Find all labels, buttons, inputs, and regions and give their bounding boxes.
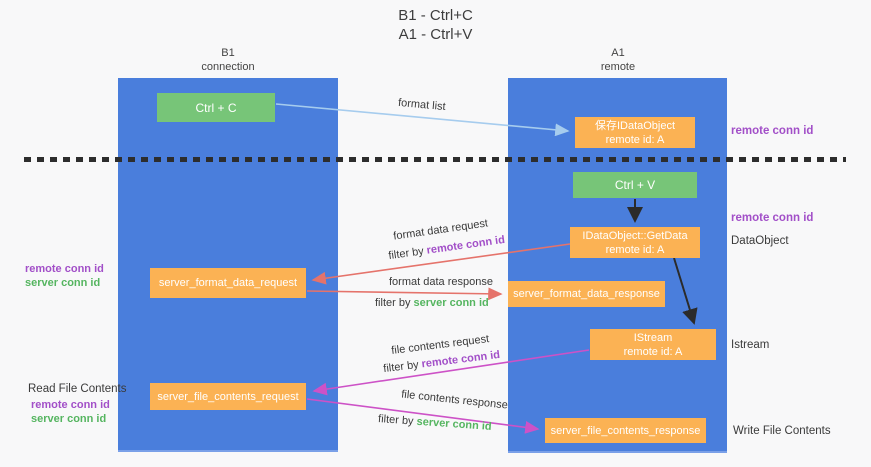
node-server-file-contents-response-label: server_file_contents_response: [550, 424, 701, 437]
filter-prefix: filter by: [377, 413, 414, 428]
diagram-title: B1 - Ctrl+C A1 - Ctrl+V: [0, 6, 871, 44]
annotation-conn-ids-file: remote conn id server conn id: [31, 398, 110, 426]
node-save-idataobject-line1: 保存IDataObject: [594, 119, 676, 132]
lane-header-b1: B1 connection: [158, 46, 298, 74]
node-idataobject-getdata: IDataObject::GetData remote id: A: [570, 227, 700, 258]
filter-key-server-conn-id: server conn id: [413, 297, 489, 309]
node-server-format-data-request-label: server_format_data_request: [158, 277, 298, 289]
node-save-idataobject-line2: remote id: A: [605, 133, 665, 146]
node-getdata-line1: IDataObject::GetData: [582, 229, 688, 242]
annotation-server-conn-id-left2: server conn id: [31, 413, 107, 425]
node-istream: IStream remote id: A: [590, 329, 716, 360]
node-ctrl-c-label: Ctrl + C: [195, 100, 237, 115]
annotation-read-file-contents: Read File Contents: [28, 383, 127, 395]
node-ctrl-c: Ctrl + C: [157, 93, 275, 122]
edge-label-format-list: format list: [397, 96, 447, 114]
filter-prefix: filter by: [375, 297, 411, 309]
annotation-remote-conn-id-mid: remote conn id: [731, 212, 814, 224]
edge-label-file-contents-response-filter: filter by server conn id: [378, 413, 492, 433]
annotation-remote-conn-id-left2: remote conn id: [31, 399, 110, 411]
lane-b1-name: B1: [221, 47, 235, 59]
annotation-write-file-contents: Write File Contents: [733, 425, 831, 437]
title-line-1: B1 - Ctrl+C: [398, 7, 473, 24]
filter-key-remote-conn-id: remote conn id: [425, 233, 506, 257]
title-line-2: A1 - Ctrl+V: [398, 26, 473, 43]
lane-header-a1: A1 remote: [548, 46, 688, 74]
node-server-format-data-request: server_format_data_request: [150, 268, 306, 298]
node-server-format-data-response-label: server_format_data_response: [513, 288, 660, 300]
annotation-remote-conn-id-left: remote conn id: [25, 263, 104, 275]
filter-prefix: filter by: [387, 245, 425, 263]
annotation-dataobject: DataObject: [731, 235, 789, 247]
phase-separator-dashed-line: [24, 157, 846, 162]
lane-a1-name: A1: [611, 47, 625, 59]
lane-a1-subtitle: remote: [600, 61, 636, 73]
edge-label-format-data-response: format data response: [389, 276, 493, 288]
lane-b1-subtitle: connection: [201, 61, 255, 73]
node-ctrl-v-label: Ctrl + V: [614, 178, 656, 192]
node-getdata-line2: remote id: A: [605, 243, 665, 256]
annotation-istream: Istream: [731, 339, 770, 351]
node-istream-line2: remote id: A: [623, 345, 683, 358]
node-save-idataobject: 保存IDataObject remote id: A: [575, 117, 695, 148]
node-server-file-contents-request-label: server_file_contents_request: [157, 390, 299, 403]
node-istream-line1: IStream: [633, 331, 673, 344]
node-server-file-contents-request: server_file_contents_request: [150, 383, 306, 410]
node-server-file-contents-response: server_file_contents_response: [545, 418, 706, 443]
node-server-format-data-response: server_format_data_response: [508, 281, 665, 307]
filter-key-server-conn-id: server conn id: [416, 415, 493, 433]
filter-key-remote-conn-id: remote conn id: [420, 348, 501, 371]
edge-label-file-contents-response: file contents response: [400, 388, 509, 412]
annotation-conn-ids-format: remote conn id server conn id: [25, 262, 104, 290]
annotation-server-conn-id-left: server conn id: [25, 277, 101, 289]
annotation-remote-conn-id-top: remote conn id: [731, 125, 814, 137]
node-ctrl-v: Ctrl + V: [573, 172, 697, 198]
filter-prefix: filter by: [382, 358, 420, 376]
edge-label-format-data-response-filter: filter by server conn id: [375, 297, 489, 309]
